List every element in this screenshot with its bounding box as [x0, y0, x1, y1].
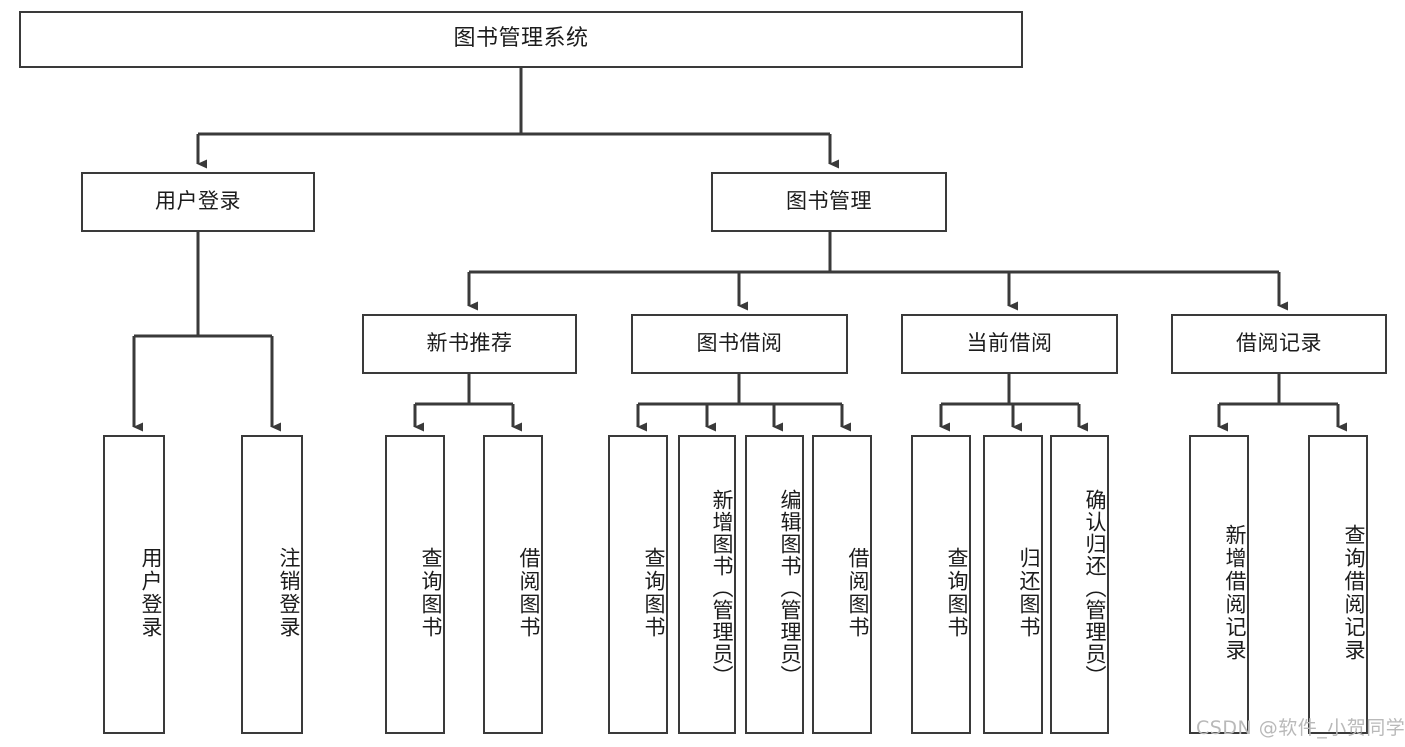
leaf-user-login[interactable]: 用户登录 — [103, 435, 165, 734]
leaf-query-book-borrow[interactable]: 查询图书 — [608, 435, 668, 734]
leaf-query-borrow-record[interactable]: 查询借阅记录 — [1308, 435, 1368, 734]
node-new-book-recommend[interactable]: 新书推荐 — [362, 314, 577, 374]
node-user-login[interactable]: 用户登录 — [81, 172, 315, 232]
leaf-return-book[interactable]: 归还图书 — [983, 435, 1043, 734]
leaf-edit-book-admin[interactable]: 编辑图书（管理员） — [745, 435, 804, 734]
leaf-add-book-admin[interactable]: 新增图书（管理员） — [678, 435, 736, 734]
leaf-add-borrow-record[interactable]: 新增借阅记录 — [1189, 435, 1249, 734]
leaf-query-book-recommend[interactable]: 查询图书 — [385, 435, 445, 734]
leaf-confirm-return-admin[interactable]: 确认归还（管理员） — [1050, 435, 1109, 734]
leaf-borrow-book[interactable]: 借阅图书 — [812, 435, 872, 734]
node-borrow-record[interactable]: 借阅记录 — [1171, 314, 1387, 374]
node-root[interactable]: 图书管理系统 — [19, 11, 1023, 68]
node-book-management[interactable]: 图书管理 — [711, 172, 947, 232]
node-current-borrow[interactable]: 当前借阅 — [901, 314, 1118, 374]
leaf-logout[interactable]: 注销登录 — [241, 435, 303, 734]
leaf-query-book-current[interactable]: 查询图书 — [911, 435, 971, 734]
leaf-borrow-book-recommend[interactable]: 借阅图书 — [483, 435, 543, 734]
csdn-watermark: CSDN @软件_小贺同学 — [1196, 717, 1405, 739]
node-book-borrow[interactable]: 图书借阅 — [631, 314, 848, 374]
